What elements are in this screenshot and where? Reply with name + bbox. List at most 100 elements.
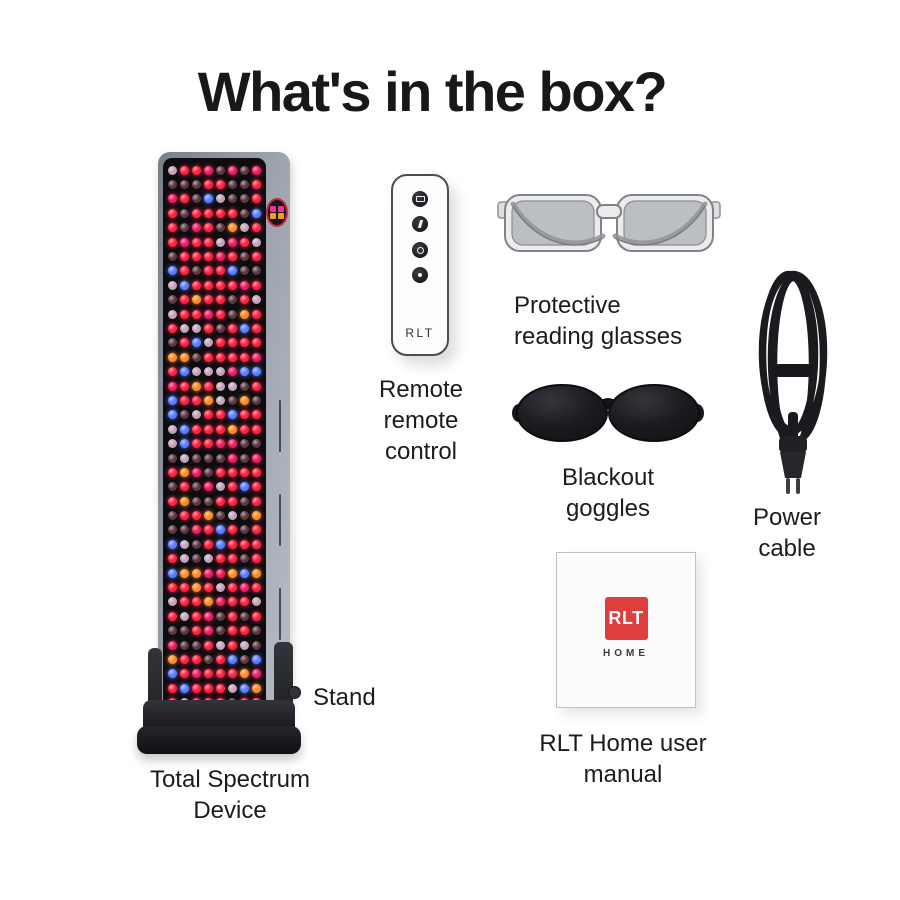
led-dot bbox=[191, 467, 201, 477]
led-dot bbox=[167, 395, 177, 405]
page-title: What's in the box? bbox=[197, 60, 668, 123]
led-dot bbox=[179, 381, 189, 391]
led-dot bbox=[203, 482, 213, 492]
led-dot bbox=[228, 496, 238, 506]
led-dot bbox=[191, 180, 201, 190]
led-dot bbox=[167, 453, 177, 463]
led-dot bbox=[240, 323, 250, 333]
led-dot bbox=[203, 280, 213, 290]
led-dot bbox=[252, 626, 262, 636]
status-display-icon bbox=[266, 198, 288, 227]
led-dot bbox=[179, 180, 189, 190]
led-dot bbox=[216, 352, 226, 362]
blackout-goggles-image bbox=[512, 384, 704, 442]
side-vent bbox=[278, 588, 281, 640]
led-dot bbox=[216, 208, 226, 218]
led-dot bbox=[191, 395, 201, 405]
led-dot bbox=[252, 280, 262, 290]
led-dot bbox=[216, 583, 226, 593]
led-dot bbox=[240, 194, 250, 204]
stand-knob bbox=[288, 686, 301, 699]
led-dot bbox=[240, 180, 250, 190]
display-icon bbox=[412, 191, 428, 207]
led-dot bbox=[228, 180, 238, 190]
led-dot bbox=[216, 597, 226, 607]
led-dot bbox=[203, 626, 213, 636]
led-dot bbox=[240, 367, 250, 377]
led-dot bbox=[167, 165, 177, 175]
led-dot bbox=[252, 683, 262, 693]
led-dot bbox=[240, 439, 250, 449]
led-dot bbox=[252, 323, 262, 333]
led-dot bbox=[179, 338, 189, 348]
led-dot bbox=[216, 266, 226, 276]
led-dot bbox=[167, 539, 177, 549]
led-dot bbox=[240, 338, 250, 348]
led-dot bbox=[216, 309, 226, 319]
power-icon bbox=[412, 267, 428, 283]
led-grid bbox=[166, 163, 263, 711]
led-dot bbox=[191, 525, 201, 535]
remote-control-image: RLT bbox=[391, 174, 449, 356]
led-dot bbox=[228, 165, 238, 175]
led-dot bbox=[240, 165, 250, 175]
led-dot bbox=[228, 367, 238, 377]
led-dot bbox=[252, 669, 262, 679]
led-dot bbox=[191, 266, 201, 276]
led-dot bbox=[216, 395, 226, 405]
led-dot bbox=[216, 223, 226, 233]
stand-base-lower bbox=[137, 726, 301, 754]
led-dot bbox=[203, 309, 213, 319]
led-dot bbox=[252, 295, 262, 305]
led-dot bbox=[203, 554, 213, 564]
led-dot bbox=[216, 683, 226, 693]
led-dot bbox=[228, 583, 238, 593]
led-dot bbox=[203, 640, 213, 650]
device-label: Total Spectrum Device bbox=[149, 766, 311, 824]
led-dot bbox=[203, 381, 213, 391]
led-dot bbox=[179, 252, 189, 262]
led-dot bbox=[216, 165, 226, 175]
led-dot bbox=[191, 280, 201, 290]
led-dot bbox=[203, 194, 213, 204]
led-dot bbox=[167, 266, 177, 276]
led-dot bbox=[216, 439, 226, 449]
led-dot bbox=[203, 338, 213, 348]
led-dot bbox=[179, 597, 189, 607]
led-dot bbox=[167, 194, 177, 204]
led-dot bbox=[179, 640, 189, 650]
led-dot bbox=[228, 223, 238, 233]
led-dot bbox=[252, 583, 262, 593]
led-dot bbox=[179, 410, 189, 420]
led-dot bbox=[228, 395, 238, 405]
led-dot bbox=[240, 654, 250, 664]
goggles-label: Blackout goggles bbox=[561, 464, 655, 522]
led-dot bbox=[179, 352, 189, 362]
led-dot bbox=[167, 338, 177, 348]
led-dot bbox=[167, 525, 177, 535]
led-dot bbox=[216, 669, 226, 679]
led-dot bbox=[203, 683, 213, 693]
led-dot bbox=[167, 410, 177, 420]
led-dot bbox=[167, 237, 177, 247]
led-dot bbox=[167, 626, 177, 636]
led-dot bbox=[167, 367, 177, 377]
led-dot bbox=[252, 511, 262, 521]
led-dot bbox=[203, 165, 213, 175]
led-dot bbox=[191, 568, 201, 578]
led-dot bbox=[179, 511, 189, 521]
led-dot bbox=[252, 482, 262, 492]
led-dot bbox=[179, 539, 189, 549]
led-dot bbox=[228, 309, 238, 319]
led-dot bbox=[167, 597, 177, 607]
led-dot bbox=[216, 323, 226, 333]
led-dot bbox=[240, 352, 250, 362]
led-dot bbox=[228, 295, 238, 305]
led-dot bbox=[240, 511, 250, 521]
led-dot bbox=[216, 381, 226, 391]
led-dot bbox=[252, 165, 262, 175]
led-dot bbox=[203, 568, 213, 578]
led-dot bbox=[252, 381, 262, 391]
led-dot bbox=[240, 295, 250, 305]
status-pixel bbox=[277, 205, 284, 212]
